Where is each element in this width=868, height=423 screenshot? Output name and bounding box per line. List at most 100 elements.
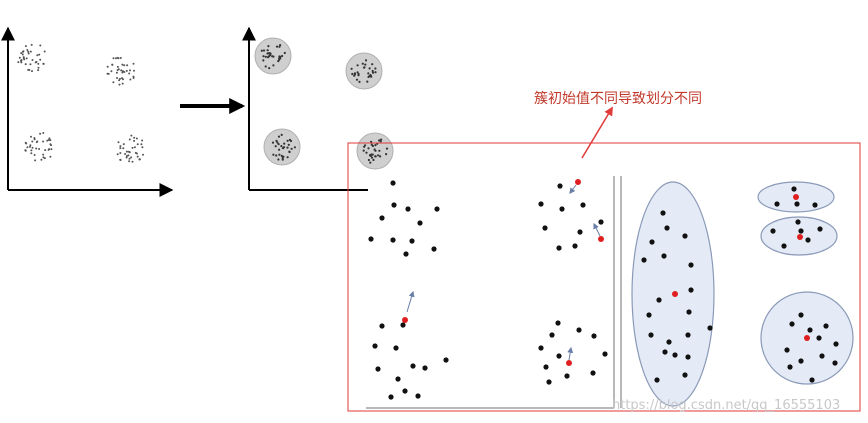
data-point bbox=[358, 80, 361, 83]
data-point bbox=[18, 56, 21, 59]
data-point bbox=[131, 146, 134, 149]
data-point bbox=[809, 377, 815, 383]
data-point bbox=[24, 63, 27, 66]
data-point bbox=[119, 57, 122, 59]
data-point bbox=[379, 140, 382, 143]
data-point bbox=[277, 143, 280, 146]
data-point bbox=[672, 352, 678, 358]
data-point bbox=[787, 364, 793, 370]
data-point bbox=[366, 80, 369, 83]
data-point bbox=[385, 147, 389, 150]
data-point bbox=[117, 141, 120, 144]
data-point bbox=[29, 50, 32, 53]
data-point bbox=[121, 82, 124, 85]
data-point bbox=[50, 148, 53, 151]
data-point bbox=[118, 83, 121, 86]
data-point bbox=[20, 52, 23, 55]
data-point bbox=[355, 78, 359, 81]
data-point bbox=[267, 45, 270, 48]
data-point bbox=[648, 332, 654, 338]
data-point bbox=[367, 147, 370, 150]
data-point bbox=[288, 150, 291, 154]
data-point bbox=[543, 364, 549, 370]
data-point bbox=[267, 55, 271, 58]
data-point bbox=[131, 160, 134, 163]
data-point bbox=[538, 345, 544, 351]
data-point bbox=[293, 146, 296, 149]
centroid-move-arrow bbox=[569, 184, 577, 194]
data-point bbox=[379, 215, 385, 221]
data-point bbox=[688, 287, 694, 293]
clustered-data-plot bbox=[242, 26, 394, 191]
data-point bbox=[649, 239, 655, 245]
data-point bbox=[42, 132, 45, 134]
data-point bbox=[283, 142, 286, 145]
data-point bbox=[22, 50, 25, 53]
data-point bbox=[49, 143, 52, 146]
data-point bbox=[38, 148, 41, 150]
data-point bbox=[380, 138, 383, 141]
data-point bbox=[28, 69, 31, 71]
data-point bbox=[577, 229, 583, 235]
data-point bbox=[141, 146, 144, 149]
data-point bbox=[280, 145, 283, 148]
data-point bbox=[26, 146, 29, 149]
data-point bbox=[128, 72, 131, 75]
data-point bbox=[278, 148, 281, 151]
data-point bbox=[124, 153, 127, 155]
data-point bbox=[20, 59, 23, 61]
centroid-update-panel bbox=[538, 179, 608, 385]
data-point bbox=[795, 219, 801, 225]
data-point bbox=[272, 55, 275, 58]
data-point bbox=[276, 141, 279, 144]
centroid-point bbox=[672, 291, 678, 297]
data-point bbox=[26, 49, 29, 51]
data-point bbox=[374, 67, 377, 70]
centroid-move-arrow bbox=[567, 346, 574, 361]
data-point bbox=[132, 75, 135, 78]
data-point bbox=[128, 157, 131, 160]
data-point bbox=[277, 158, 280, 161]
data-point bbox=[390, 180, 396, 186]
data-point bbox=[125, 150, 128, 153]
data-point bbox=[774, 201, 780, 207]
data-point bbox=[268, 67, 271, 70]
data-point bbox=[133, 69, 135, 72]
data-point bbox=[106, 65, 109, 68]
data-point bbox=[126, 64, 129, 67]
data-point bbox=[409, 238, 415, 244]
data-point bbox=[371, 144, 374, 148]
data-point bbox=[287, 143, 290, 146]
data-point bbox=[136, 155, 139, 158]
data-point bbox=[371, 156, 374, 159]
data-point bbox=[372, 343, 378, 349]
data-point bbox=[17, 61, 20, 64]
data-point bbox=[369, 75, 373, 78]
data-point bbox=[44, 149, 47, 152]
data-point bbox=[431, 246, 437, 252]
data-point bbox=[24, 141, 27, 144]
data-point bbox=[46, 139, 49, 142]
centroid-point bbox=[575, 179, 581, 185]
data-point bbox=[656, 297, 662, 303]
data-point bbox=[266, 49, 269, 52]
data-point bbox=[816, 335, 822, 341]
data-point bbox=[27, 52, 30, 55]
data-point bbox=[356, 64, 359, 67]
data-point bbox=[379, 323, 385, 329]
data-point bbox=[662, 349, 668, 355]
data-point bbox=[395, 376, 401, 382]
data-point bbox=[286, 139, 289, 142]
data-point bbox=[556, 245, 562, 251]
data-point bbox=[36, 140, 39, 143]
cluster-region bbox=[345, 52, 383, 90]
data-point bbox=[31, 70, 33, 73]
data-point bbox=[115, 71, 118, 74]
data-point bbox=[375, 366, 381, 372]
data-point bbox=[278, 57, 281, 60]
data-point bbox=[357, 74, 360, 77]
data-point bbox=[598, 219, 604, 225]
data-point bbox=[377, 154, 380, 157]
data-point bbox=[356, 71, 359, 74]
